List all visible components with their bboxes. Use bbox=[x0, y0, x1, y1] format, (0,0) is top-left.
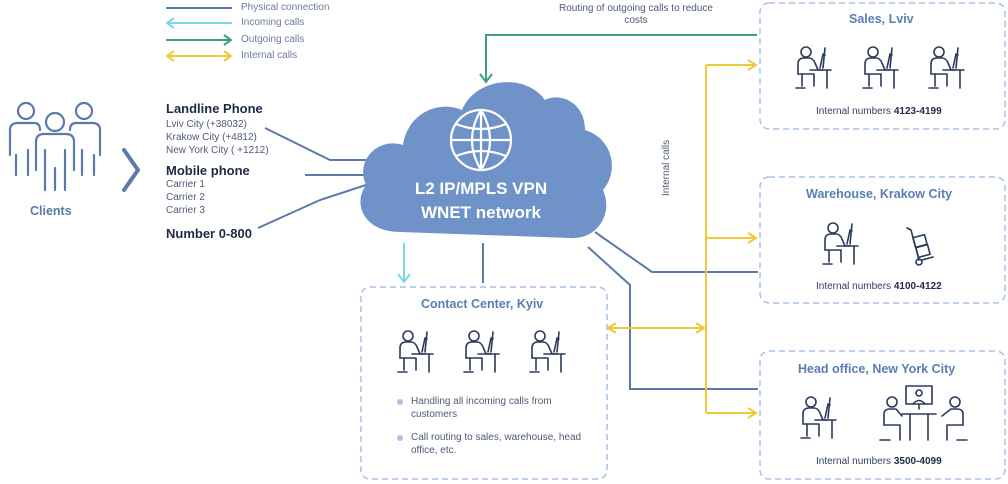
clients-label: Clients bbox=[30, 204, 72, 218]
legend-internal-arrow bbox=[165, 50, 233, 62]
legend-lines bbox=[165, 7, 233, 62]
cloud-line-1: L2 IP/MPLS VPN bbox=[414, 179, 548, 198]
meeting-room-icon bbox=[879, 385, 968, 441]
source-connections bbox=[257, 127, 375, 229]
legend-outgoing-arrow bbox=[166, 34, 233, 46]
landline-line: New York City ( +1212) bbox=[166, 145, 269, 156]
contact-center-title: Contact Center, Kyiv bbox=[421, 297, 544, 311]
sales-title: Sales, Lviv bbox=[849, 12, 914, 26]
people-group-icon bbox=[8, 101, 102, 192]
head-office-numbers-label: Internal numbers bbox=[816, 456, 894, 467]
warehouse-numbers-label: Internal numbers bbox=[816, 281, 894, 292]
head-office-title: Head office, New York City bbox=[798, 362, 956, 376]
legend-outgoing-label: Outgoing calls bbox=[241, 34, 305, 45]
internal-calls-note: Internal calls bbox=[661, 139, 672, 196]
head-office-numbers: Internal numbers 3500-4099 bbox=[816, 456, 942, 467]
legend-incoming-arrow bbox=[165, 17, 232, 29]
office-worker-icon bbox=[529, 330, 566, 373]
cloud-line-2: WNET network bbox=[421, 203, 541, 222]
office-worker-icon bbox=[397, 330, 434, 373]
sales-numbers: Internal numbers 4123-4199 bbox=[816, 106, 942, 117]
head-office-box bbox=[759, 350, 1006, 480]
office-worker-icon bbox=[862, 46, 899, 89]
contact-center-box bbox=[360, 286, 608, 480]
contact-center-bullet: Handling all incoming calls from custome… bbox=[397, 396, 596, 421]
warehouse-numbers-value: 4100-4122 bbox=[893, 281, 942, 292]
hand-truck-icon bbox=[906, 227, 934, 266]
legend-physical-label: Physical connection bbox=[241, 2, 330, 13]
contact-center-bullet: Call routing to sales, warehouse, head o… bbox=[397, 432, 596, 457]
office-worker-icon bbox=[928, 46, 965, 89]
mobile-line: Carrier 2 bbox=[166, 192, 205, 203]
warehouse-box bbox=[759, 176, 1006, 304]
landline-line: Lviv City (+38032) bbox=[166, 119, 247, 130]
outgoing-routing-note: Routing of outgoing calls to reduce cost… bbox=[559, 3, 713, 26]
outgoing-route-arrow bbox=[479, 34, 757, 84]
number-0800-title: Number 0-800 bbox=[166, 226, 252, 241]
office-worker-icon bbox=[800, 396, 837, 439]
internal-calls-network bbox=[606, 59, 758, 419]
sales-numbers-label: Internal numbers bbox=[816, 106, 894, 117]
warehouse-numbers: Internal numbers 4100-4122 bbox=[816, 281, 942, 292]
landline-line: Krakow City (+4812) bbox=[166, 132, 257, 143]
legend-internal-label: Internal calls bbox=[241, 50, 298, 61]
cloud-label: L2 IP/MPLS VPN WNET network bbox=[386, 177, 576, 225]
mobile-line: Carrier 1 bbox=[166, 179, 205, 190]
globe-icon bbox=[449, 108, 513, 172]
sales-box bbox=[759, 2, 1006, 130]
warehouse-title: Warehouse, Krakow City bbox=[806, 187, 953, 201]
office-worker-icon bbox=[822, 222, 859, 265]
sales-numbers-value: 4123-4199 bbox=[893, 106, 942, 117]
mobile-title: Mobile phone bbox=[166, 163, 250, 178]
legend-incoming-label: Incoming calls bbox=[241, 17, 305, 28]
office-worker-icon bbox=[795, 46, 832, 89]
office-worker-icon bbox=[463, 330, 500, 373]
landline-title: Landline Phone bbox=[166, 101, 263, 116]
chevron-right-icon bbox=[122, 148, 140, 192]
head-office-numbers-value: 3500-4099 bbox=[893, 456, 942, 467]
incoming-calls-arrow bbox=[397, 243, 411, 284]
mobile-line: Carrier 3 bbox=[166, 205, 205, 216]
office-physical-links bbox=[587, 231, 758, 390]
